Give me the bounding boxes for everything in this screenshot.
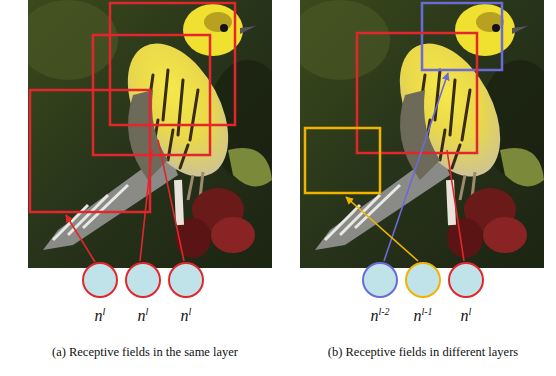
neuron-symbol: n [370,307,378,324]
neuron-circle: nl-2 [362,262,398,298]
layer-superscript: l [469,306,472,317]
subfigure-caption: (b) Receptive fields in different layers [328,345,518,360]
neuron-label: nl [95,306,106,325]
receptive-field-boxes [30,3,502,212]
neuron-circle: nl [82,262,118,298]
bird-photo [290,0,556,268]
layer-superscript: l [146,306,149,317]
neuron-symbol: n [461,307,469,324]
neuron-symbol: n [413,307,421,324]
layer-superscript: l-1 [421,306,432,317]
neuron-symbol: n [138,307,146,324]
bird-photo [18,0,288,268]
neuron-symbol: n [95,307,103,324]
subfigure-caption: (a) Receptive fields in the same layer [52,345,238,360]
leader-lines [66,73,464,262]
neuron-label: nl [138,306,149,325]
neuron-circle: nl-1 [405,262,441,298]
layer-superscript: l-2 [378,306,389,317]
neuron-label: nl-2 [370,306,389,325]
neuron-symbol: n [181,307,189,324]
neuron-label: nl-1 [413,306,432,325]
neuron-label: nl [461,306,472,325]
neuron-circle: nl [125,262,161,298]
neuron-label: nl [181,306,192,325]
layer-superscript: l [189,306,192,317]
neuron-circle: nl [448,262,484,298]
layer-superscript: l [103,306,106,317]
neuron-circle: nl [168,262,204,298]
